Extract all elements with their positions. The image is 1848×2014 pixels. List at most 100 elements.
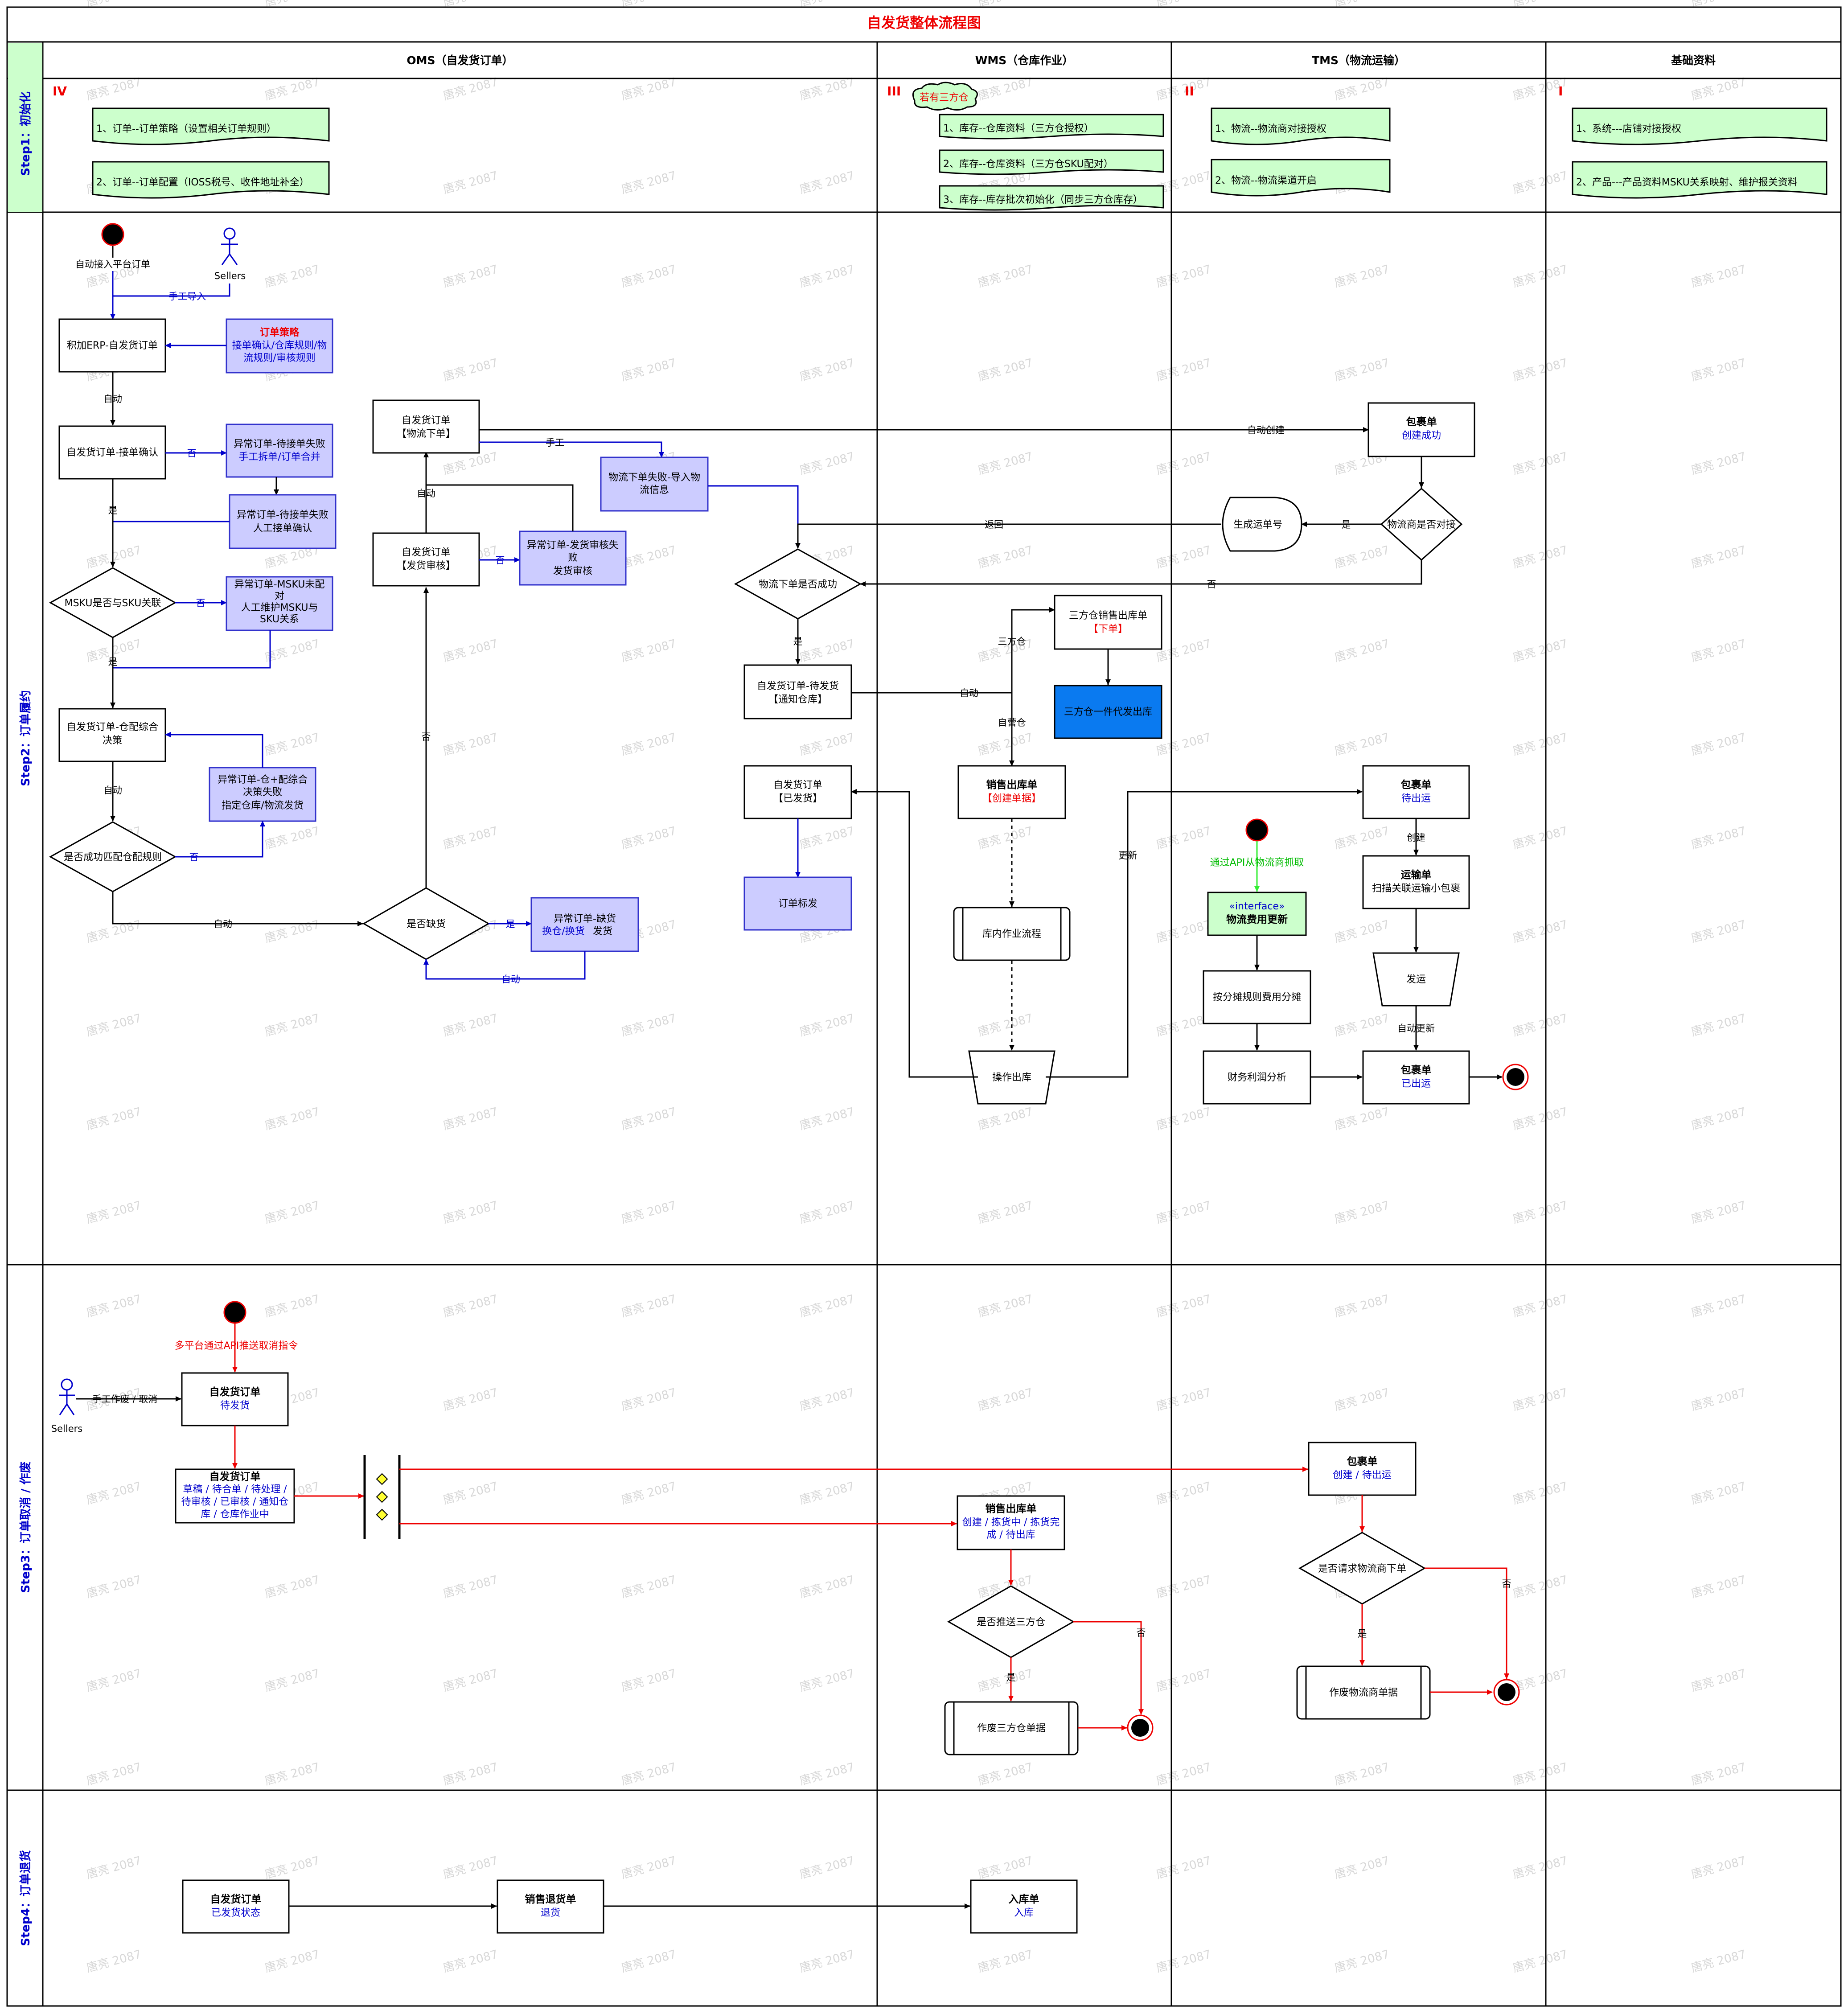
third-out-box[interactable]	[1054, 595, 1162, 650]
watermark-text: 唐亮 2087	[1155, 450, 1213, 477]
policy-box[interactable]	[226, 318, 333, 374]
policy-body-2: 流规则/审核规则	[243, 353, 315, 364]
interface-box[interactable]	[1207, 892, 1307, 936]
push-decision-label: 是否推送三方仓	[977, 1617, 1045, 1628]
watermark-text: 唐亮 2087	[85, 1948, 143, 1975]
audit-box[interactable]	[372, 532, 480, 587]
watermark-text: 唐亮 2087	[620, 1480, 678, 1507]
watermark-text: 唐亮 2087	[1155, 1573, 1213, 1601]
watermark-text: 唐亮 2087	[1690, 1199, 1748, 1226]
no-label-1: 否	[187, 448, 197, 459]
ex-stock-box[interactable]	[530, 897, 639, 952]
auto-label-2: 自动	[103, 785, 122, 796]
cancel-pkg-box[interactable]	[1308, 1442, 1417, 1496]
watermark-text: 唐亮 2087	[442, 824, 500, 852]
watermark-text: 唐亮 2087	[442, 1480, 500, 1507]
alloc-decision-label: 是否成功匹配仓配规则	[64, 852, 162, 863]
watermark-layer: 唐亮 2087 唐亮 2087 唐亮 2087 唐亮 2087 唐亮 2087 唐亮 20…	[85, 0, 1748, 1975]
pkg3-box[interactable]	[1362, 1050, 1470, 1105]
watermark-text: 唐亮 2087	[1333, 1011, 1391, 1039]
watermark-text: 唐亮 2087	[1155, 918, 1213, 945]
third-ship-label: 三方仓一件代发出库	[1064, 707, 1152, 718]
watermark-text: 唐亮 2087	[263, 75, 321, 103]
third-wh-label: 三方仓	[998, 636, 1026, 647]
watermark-text: 唐亮 2087	[1511, 1573, 1569, 1601]
watermark-text: 唐亮 2087	[620, 1948, 678, 1975]
op-out-label: 操作出库	[992, 1072, 1031, 1083]
watermark-text: 唐亮 2087	[1155, 356, 1213, 384]
logi-box[interactable]	[372, 399, 480, 454]
watermark-text: 唐亮 2087	[442, 1948, 500, 1975]
column-header-wms: WMS（仓库作业）	[975, 54, 1073, 67]
watermark-text: 唐亮 2087	[263, 1011, 321, 1039]
auto-import-label: 自动接入平台订单	[75, 259, 150, 270]
inbound-box[interactable]	[970, 1879, 1078, 1934]
init-base-group: I 1、系统---店铺对接授权 2、产品---产品资料MSKU关系映射、维护报关…	[1558, 84, 1827, 199]
watermark-text: 唐亮 2087	[620, 1105, 678, 1133]
ex-audit-line3: 发货审核	[553, 566, 592, 577]
init-wms-text-3: 3、库存--库存批次初始化（同步三方仓库存）	[943, 194, 1143, 206]
watermark-text: 唐亮 2087	[1155, 1948, 1213, 1975]
watermark-text: 唐亮 2087	[85, 1480, 143, 1507]
cancel-order2-line4: 库 / 仓库作业中	[201, 1509, 269, 1520]
return-group: 自发货订单 已发货状态 销售退货单 退货 入库单 入库	[182, 1879, 1078, 1934]
profit-box[interactable]	[1203, 1050, 1311, 1105]
watermark-text: 唐亮 2087	[1333, 75, 1391, 103]
ex-msku-line1: 异常订单-MSKU未配	[234, 579, 325, 590]
notify-box[interactable]	[743, 664, 852, 719]
ship-shape[interactable]	[1372, 952, 1460, 1007]
ex-accept2-line1: 异常订单-待接单失败	[237, 510, 329, 521]
ex-stock-line3: 发货	[593, 926, 612, 937]
cancel-sale-line2: 创建 / 拣货中 / 拣货完	[962, 1517, 1060, 1528]
diagram-title: 自发货整体流程图	[867, 14, 981, 31]
sellers-actor-2	[59, 1378, 75, 1415]
watermark-text: 唐亮 2087	[263, 731, 321, 758]
watermark-text: 唐亮 2087	[442, 1573, 500, 1601]
op-out-shape[interactable]	[968, 1050, 1055, 1105]
manual-cancel-label: 手工作废 / 取消	[92, 1394, 157, 1405]
cancel-sale-line3: 成 / 待出库	[986, 1529, 1035, 1541]
watermark-text: 唐亮 2087	[1690, 1480, 1748, 1507]
third-ship-box[interactable]	[1054, 685, 1162, 739]
shipped-box[interactable]	[743, 765, 852, 819]
ex-accept2-box[interactable]	[229, 494, 337, 549]
third-out-line2: 【下单】	[1088, 624, 1128, 635]
logi-decision-label: 物流下单是否成功	[759, 579, 837, 590]
gen-track-label: 生成运单号	[1233, 519, 1282, 530]
sales-return-line2: 退货	[541, 1907, 560, 1919]
gen-track-shape[interactable]	[1222, 497, 1302, 552]
watermark-text: 唐亮 2087	[1333, 824, 1391, 852]
pkg2-box[interactable]	[1362, 765, 1470, 819]
watermark-text: 唐亮 2087	[263, 1760, 321, 1788]
cancel-order-box[interactable]	[181, 1372, 289, 1426]
policy-title: 订单策略	[260, 327, 300, 338]
watermark-text: 唐亮 2087	[1690, 1760, 1748, 1788]
ex-msku-line2: 对	[275, 591, 284, 602]
row-label-step3: Step3：订单取消 / 作废	[19, 1461, 33, 1593]
cancel-order2-box[interactable]	[175, 1468, 295, 1524]
sale-out-box[interactable]	[957, 765, 1066, 819]
alloc-box[interactable]	[58, 708, 166, 762]
cancel-sale-box[interactable]	[957, 1495, 1065, 1550]
sales-return-box[interactable]	[497, 1879, 604, 1934]
accept-box[interactable]	[58, 425, 166, 480]
watermark-text: 唐亮 2087	[1511, 1854, 1569, 1882]
badge-i: I	[1558, 84, 1563, 99]
mark-box[interactable]	[743, 876, 852, 931]
trans-box[interactable]	[1362, 855, 1470, 909]
watermark-text: 唐亮 2087	[442, 263, 500, 290]
ex-msku-box[interactable]	[226, 576, 333, 631]
pkg1-box[interactable]	[1368, 402, 1475, 457]
shipped-line1: 自发货订单	[773, 780, 822, 791]
watermark-text: 唐亮 2087	[263, 918, 321, 945]
init-base-text-1: 1、系统---店铺对接授权	[1576, 123, 1681, 135]
watermark-text: 唐亮 2087	[442, 169, 500, 197]
init-wms-group: III 若有三方仓 1、库存--仓库资料（三方仓授权） 2、库存--仓库资料（三…	[887, 82, 1164, 211]
ret-order-box[interactable]	[182, 1879, 290, 1934]
logi-fail-box[interactable]	[600, 456, 709, 512]
watermark-text: 唐亮 2087	[1155, 75, 1213, 103]
sellers-label: Sellers	[214, 271, 246, 281]
trans-line1: 运输单	[1401, 869, 1432, 881]
ex-accept1-box[interactable]	[226, 423, 333, 478]
